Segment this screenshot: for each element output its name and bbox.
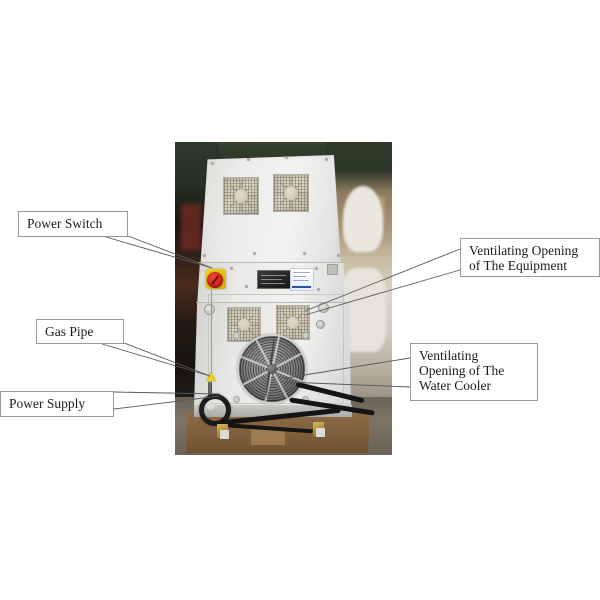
grille-spoke: [243, 310, 245, 339]
callout-gas-pipe[interactable]: Gas Pipe: [36, 319, 124, 344]
nameplate-text-line: [261, 275, 286, 276]
cabinet-upper-panel: [200, 155, 341, 265]
panel-seam-upper: [198, 262, 344, 263]
grille-spoke: [229, 324, 259, 325]
grille-spoke: [292, 308, 294, 337]
fan-hub: [267, 364, 277, 374]
rating-sticker: [290, 268, 314, 291]
screw: [203, 254, 206, 257]
gas-pipe-connector: [208, 382, 212, 400]
cardboard-patch: [251, 429, 285, 445]
screw: [230, 267, 233, 270]
screw: [325, 158, 328, 161]
panel-latch-right[interactable]: [318, 302, 329, 313]
panel-latch-left[interactable]: [204, 304, 215, 315]
water-cooler-fan-grille: [237, 334, 307, 404]
cabinet-side-port: [327, 264, 338, 275]
screw: [211, 162, 214, 165]
grille-spoke: [225, 195, 257, 197]
fan-mount-bolt: [302, 332, 309, 339]
background-red-object: [181, 204, 201, 250]
screw: [337, 254, 340, 257]
background-sack-upper: [343, 186, 383, 252]
power-supply-coil-centre: [206, 401, 215, 410]
sticker-text-line: [293, 280, 309, 281]
panel-knob[interactable]: [316, 320, 325, 329]
equipment-photo: [175, 142, 392, 455]
hazard-warning-icon: [206, 372, 216, 381]
callout-ventilating-opening-equipment[interactable]: Ventilating Opening of The Equipment: [460, 238, 600, 277]
screw: [245, 285, 248, 288]
machine-nameplate: [257, 270, 291, 289]
sticker-blue-bar: [292, 286, 311, 288]
grille-spoke: [278, 322, 308, 323]
gas-pipe-line: [211, 290, 213, 382]
fan-mount-bolt: [233, 332, 240, 339]
screw: [285, 156, 288, 159]
grille-spoke: [240, 180, 242, 212]
callout-power-supply[interactable]: Power Supply: [0, 391, 114, 417]
grille-spoke: [290, 177, 292, 209]
screw: [247, 158, 250, 161]
callout-power-switch[interactable]: Power Switch: [18, 211, 128, 237]
sticker-text-line: [293, 272, 310, 273]
sticker-text-line: [293, 276, 306, 277]
screw: [317, 288, 320, 291]
nameplate-text-line: [261, 283, 285, 284]
fan-mount-bolt: [233, 396, 240, 403]
callout-ventilating-opening-water-cooler[interactable]: Ventilating Opening of The Water Cooler: [410, 343, 538, 401]
nameplate-text-line: [261, 279, 282, 280]
fan-grille-upper-left: [223, 177, 259, 215]
screw: [315, 267, 318, 270]
screw: [303, 252, 306, 255]
screw: [253, 252, 256, 255]
fan-grille-lower-left: [227, 307, 261, 342]
foot-pad-right: [316, 428, 325, 437]
power-switch-knob[interactable]: [207, 272, 223, 288]
fan-grille-upper-right: [273, 174, 309, 212]
foot-pad-left: [220, 430, 229, 439]
panel-seam-lower: [196, 302, 350, 303]
grille-spoke: [275, 192, 307, 194]
